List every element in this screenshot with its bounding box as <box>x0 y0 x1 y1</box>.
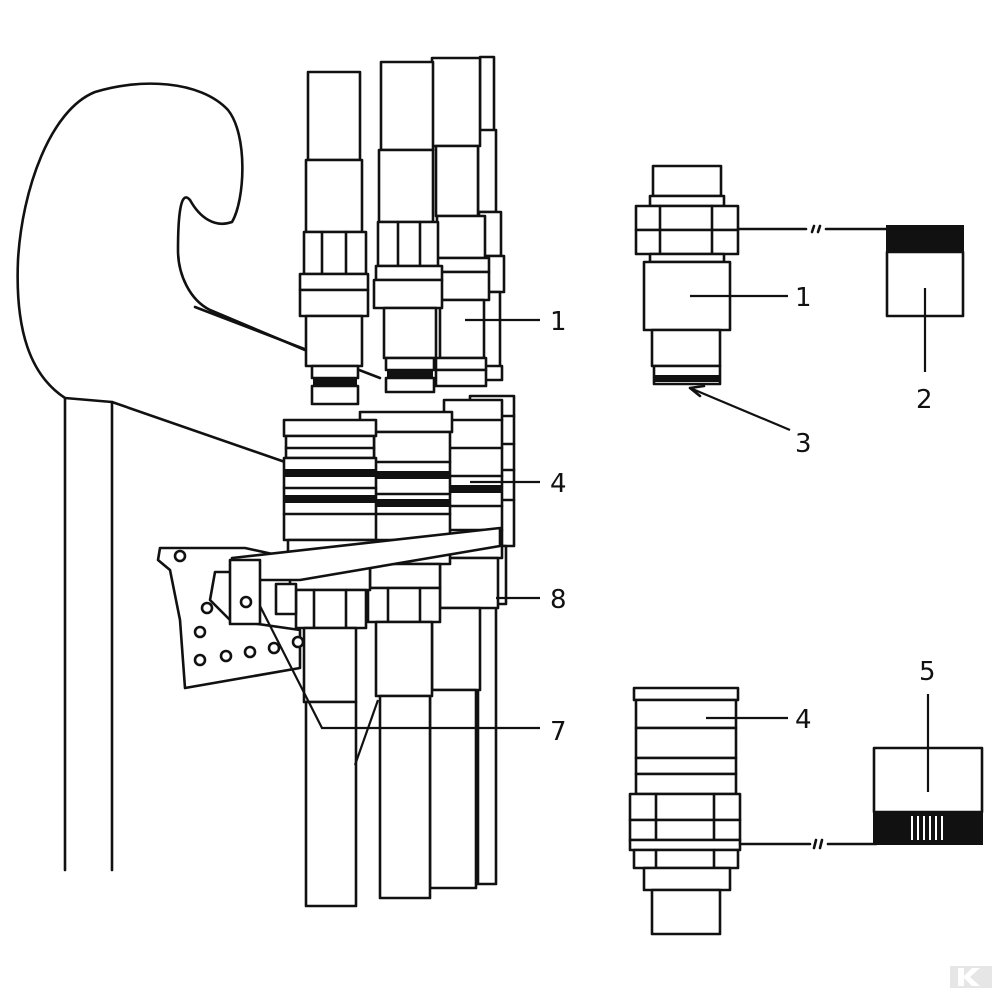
female-coupler-detail: 4 5 <box>628 657 984 936</box>
callout-right-2: 2 <box>916 385 933 415</box>
upper-hose-2 <box>372 60 444 394</box>
male-coupler-detail: 1 2 3 <box>634 164 965 459</box>
callout-right-5: 5 <box>919 657 936 687</box>
callout-left-4: 4 <box>550 469 567 499</box>
upper-hose-3 <box>430 56 491 388</box>
callout-left-8: 8 <box>550 585 567 615</box>
callout-right-4: 4 <box>795 705 812 735</box>
hose-rack-assembly: 1 4 8 7 <box>16 55 567 908</box>
callout-left-7: 7 <box>550 717 567 747</box>
callout-left-1: 1 <box>550 307 567 337</box>
callout-right-3: 3 <box>795 429 812 459</box>
callout-right-1: 1 <box>795 283 812 313</box>
mounting-bracket <box>156 526 502 690</box>
dust-cap-icon <box>885 225 965 318</box>
female-coupler-1 <box>274 418 378 908</box>
leader-lines-left <box>259 318 540 766</box>
brand-k-logo-icon <box>950 966 992 988</box>
upper-hose-1 <box>298 70 370 406</box>
